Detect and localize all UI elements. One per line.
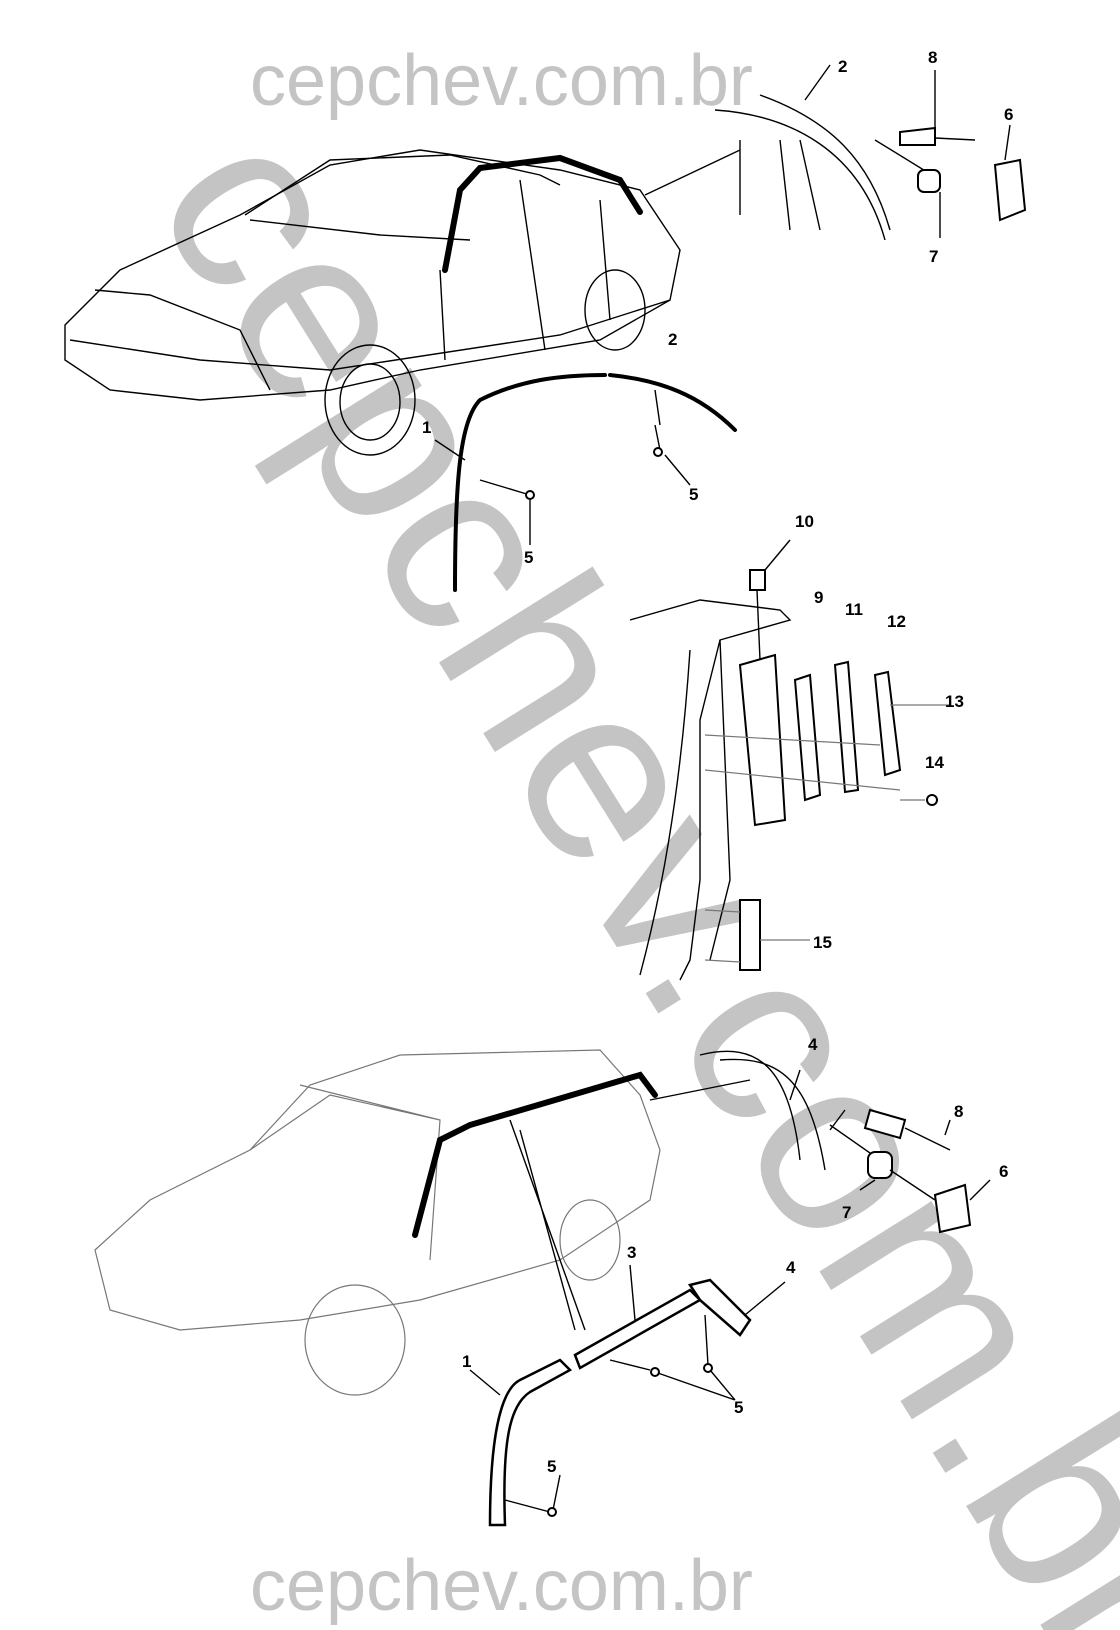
callout-3: 3 bbox=[627, 1243, 636, 1262]
callout-6: 6 bbox=[1004, 105, 1013, 124]
callout-13: 13 bbox=[945, 692, 964, 711]
callout-5: 5 bbox=[524, 548, 533, 567]
callout-7: 7 bbox=[842, 1203, 851, 1222]
callout-7: 7 bbox=[929, 247, 938, 266]
wagon-illustration bbox=[94, 1049, 751, 1396]
watermark-top: cepchev.com.br bbox=[250, 41, 753, 121]
callout-1: 1 bbox=[462, 1352, 471, 1371]
callout-6: 6 bbox=[999, 1162, 1008, 1181]
lower-callouts: 4 8 6 7 3 4 1 5 5 bbox=[462, 1035, 1008, 1476]
upper-trim-strips bbox=[434, 373, 737, 592]
callout-4: 4 bbox=[808, 1035, 818, 1054]
upper-detail-moulding bbox=[714, 64, 1027, 241]
callout-8: 8 bbox=[928, 48, 937, 67]
callout-12: 12 bbox=[887, 612, 906, 631]
callout-5: 5 bbox=[734, 1398, 743, 1417]
callout-1: 1 bbox=[422, 418, 431, 437]
watermark-bottom: cepchev.com.br bbox=[250, 1546, 753, 1626]
callout-9: 9 bbox=[814, 588, 823, 607]
callout-2: 2 bbox=[838, 57, 847, 76]
pillar-callouts: 10 9 11 12 13 14 15 bbox=[795, 512, 964, 952]
callout-8: 8 bbox=[954, 1102, 963, 1121]
lower-detail-moulding bbox=[699, 1050, 991, 1234]
callout-5: 5 bbox=[689, 485, 698, 504]
watermark-diagonal: cepchev.com.br bbox=[105, 80, 1120, 1630]
callout-15: 15 bbox=[813, 933, 832, 952]
callout-14: 14 bbox=[925, 753, 944, 772]
callout-4: 4 bbox=[786, 1258, 796, 1277]
callout-10: 10 bbox=[795, 512, 814, 531]
upper-callouts: 2 8 6 7 2 1 5 5 bbox=[422, 48, 1013, 567]
lower-trim-strips bbox=[469, 1264, 786, 1527]
callout-11: 11 bbox=[845, 600, 863, 619]
sedan-illustration bbox=[64, 140, 741, 456]
callout-5: 5 bbox=[547, 1457, 556, 1476]
pillar-illustration bbox=[629, 539, 950, 981]
callout-2: 2 bbox=[668, 330, 677, 349]
